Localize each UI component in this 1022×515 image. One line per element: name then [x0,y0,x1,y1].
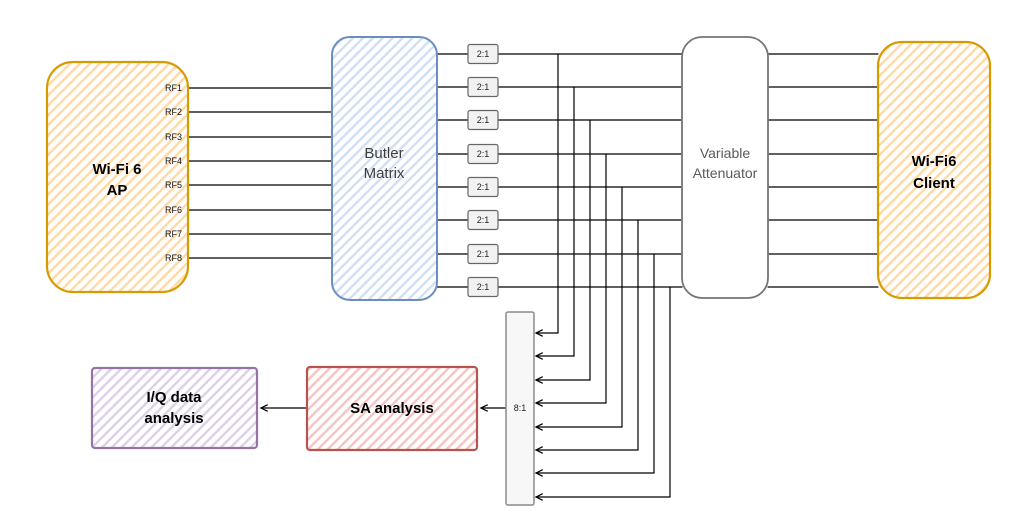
sa-analysis-box [305,365,479,452]
client-box [876,40,992,300]
splitter-label: 2:1 [477,149,490,159]
ap-to-butler-wires [187,87,333,259]
rf-port-label: RF6 [165,205,182,215]
variable-attenuator-box [681,36,769,299]
splitter-label: 2:1 [477,115,490,125]
splitter-box [467,76,499,98]
rf-port-label: RF5 [165,180,182,190]
splitter-label: 2:1 [477,49,490,59]
ap-label-line2: AP [107,182,128,199]
rf-port-label: RF3 [165,132,182,142]
splitter-label: 2:1 [477,182,490,192]
client-label-line2: Client [913,175,955,192]
variable-attenuator-node: Variable Attenuator [681,36,769,299]
splitter-box [467,143,499,165]
rf-port-label: RF4 [165,156,182,166]
iq-analysis-label-line1: I/Q data [146,389,202,406]
splitter-box [467,109,499,131]
rf-port-label: RF2 [165,107,182,117]
butler-to-splitter-wires [436,53,469,288]
splitter-to-combiner-wires [534,53,671,501]
variable-attenuator-label-line1: Variable [700,145,751,161]
splitter-label: 2:1 [477,282,490,292]
variable-attenuator-label-line2: Attenuator [693,165,758,181]
splitter-label: 2:1 [477,82,490,92]
rf-port-label: RF7 [165,229,182,239]
splitter-box [467,276,499,298]
splitter-box [467,209,499,231]
rf-port-label: RF1 [165,83,182,93]
splitter-box [467,43,499,65]
sa-analysis-label: SA analysis [350,400,434,417]
client-node: Wi-Fi6 Client [876,40,992,300]
sa-analysis-node: SA analysis [305,365,479,452]
butler-matrix-label-line1: Butler [364,145,403,162]
combiner-node: 8:1 [505,311,535,506]
splitter-label: 2:1 [477,249,490,259]
rf-port-label: RF8 [165,253,182,263]
butler-matrix-box [331,36,438,301]
iq-analysis-box [90,366,259,450]
ap-label-line1: Wi-Fi 6 [92,161,141,178]
iq-analysis-label-line2: analysis [144,410,203,427]
ap-node: Wi-Fi 6 AP RF1 RF2 RF3 RF4 RF5 RF6 RF7 R… [45,60,190,294]
butler-matrix-node: Butler Matrix [331,36,438,301]
combiner-box [505,311,535,506]
ap-box [45,60,190,294]
splitter-box [467,243,499,265]
splitter-box [467,176,499,198]
attenuator-to-client-wires [767,53,879,288]
combiner-label: 8:1 [514,403,527,413]
splitter-nodes: 2:1 2:1 2:1 2:1 2:1 2:1 2:1 2:1 [467,43,499,298]
butler-matrix-label-line2: Matrix [364,165,405,182]
rf-port-labels: RF1 RF2 RF3 RF4 RF5 RF6 RF7 RF8 [165,83,182,263]
client-label-line1: Wi-Fi6 [912,153,957,170]
iq-analysis-node: I/Q data analysis [90,366,259,450]
splitter-label: 2:1 [477,215,490,225]
